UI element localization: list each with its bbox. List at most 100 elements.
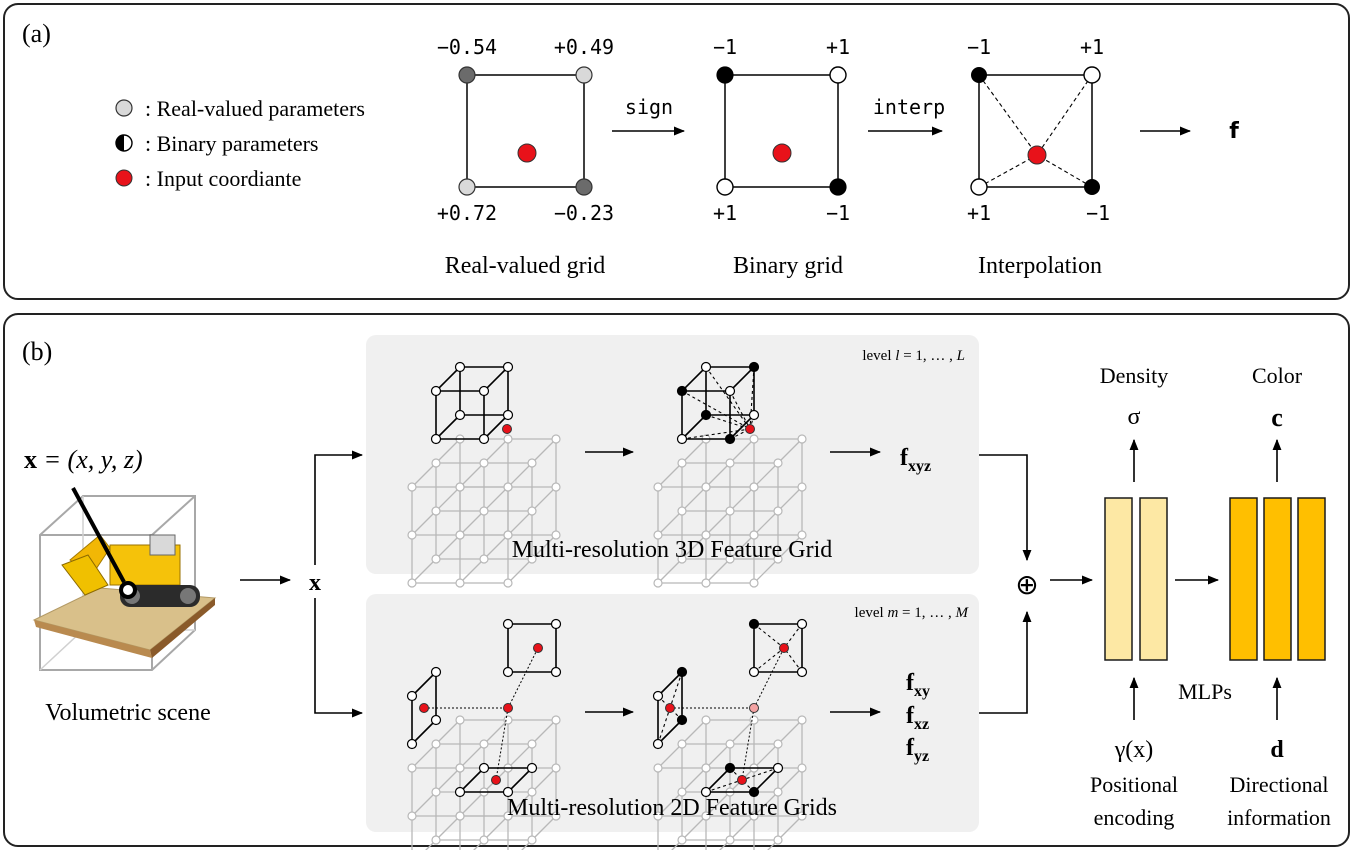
interp-line xyxy=(753,647,785,673)
lattice-edge xyxy=(753,558,779,584)
input-point-icon xyxy=(779,643,789,653)
binary-node-icon xyxy=(748,618,760,630)
lattice-node-icon xyxy=(551,434,561,444)
lattice-edge xyxy=(753,462,779,488)
cell-edge xyxy=(657,719,683,745)
lattice-edge xyxy=(705,462,731,488)
binary-node-icon xyxy=(454,409,466,421)
lattice-node-icon xyxy=(455,763,465,773)
lattice-edge xyxy=(777,438,803,464)
panel-b: (b) x = (x, y, z) xyxy=(3,313,1350,850)
scene-caption: Volumetric scene xyxy=(45,700,211,726)
binary-node-icon xyxy=(430,433,442,445)
volumetric-scene-illustration xyxy=(32,495,217,671)
grid2d-panel xyxy=(366,594,979,832)
cell-edge xyxy=(681,366,707,392)
lattice-node-icon xyxy=(527,554,537,564)
interp-bottom-left-value: +1 xyxy=(967,201,991,225)
lattice-edge xyxy=(507,510,533,536)
binary-node-icon xyxy=(700,361,712,373)
lattice-edge xyxy=(657,510,683,536)
lattice-node-icon xyxy=(503,578,513,588)
lattice-edge xyxy=(657,558,683,584)
lattice-edge xyxy=(705,558,731,584)
projection-line xyxy=(495,707,509,781)
panel-a-label: (a) xyxy=(22,19,51,48)
panel-a: (a) : Real-valued parameters : Binary pa… xyxy=(3,3,1350,300)
lattice-node-icon xyxy=(407,578,417,588)
input-coord-swatch-icon xyxy=(115,169,133,187)
lattice-node-icon xyxy=(407,482,417,492)
f-planes-to-concat-arrow xyxy=(979,610,1032,714)
lattice-node-icon xyxy=(431,506,441,516)
lattice-node-icon xyxy=(701,763,711,773)
grid2d-lattice-left xyxy=(406,618,562,850)
lattice-node-icon xyxy=(725,458,735,468)
lattice-node-icon xyxy=(455,715,465,725)
binary-node-icon xyxy=(478,385,490,397)
projected-point-icon xyxy=(749,703,759,713)
real-bottom-left-value: +0.72 xyxy=(437,201,497,225)
lattice-edge xyxy=(705,743,731,769)
mlps-label: MLPs xyxy=(1178,679,1232,704)
lattice-edge xyxy=(483,719,509,745)
lattice-edge xyxy=(435,815,461,841)
binary-bottom-left-value: +1 xyxy=(713,201,737,225)
binary-node-icon xyxy=(478,433,490,445)
f-xyz-label: fxyz xyxy=(900,445,931,475)
binary-param-swatch-icon xyxy=(115,134,133,152)
lattice-edge xyxy=(411,462,437,488)
interp-op-label: interp xyxy=(873,95,945,119)
lattice-node-icon xyxy=(503,715,513,725)
real-node-icon xyxy=(458,178,476,196)
lattice-node-icon xyxy=(479,506,489,516)
binary-node-icon xyxy=(676,666,688,678)
lattice-edge xyxy=(657,743,683,769)
concat-symbol: ⊕ xyxy=(1015,568,1038,601)
lattice-edge xyxy=(681,719,707,745)
lattice-edge xyxy=(507,743,533,769)
lattice-node-icon xyxy=(653,811,663,821)
interp-line xyxy=(1036,154,1093,188)
dir-line1: Directional xyxy=(1230,772,1329,797)
binary-node-icon xyxy=(502,409,514,421)
lattice-edge xyxy=(411,743,437,769)
binary-node-icon xyxy=(454,786,466,798)
lattice-edge xyxy=(719,839,731,850)
lattice-node-icon xyxy=(527,739,537,749)
lattice-node-icon xyxy=(797,434,807,444)
color-mlp-layer xyxy=(1263,497,1292,661)
sample-point-icon xyxy=(119,581,137,599)
lattice-edge xyxy=(681,534,707,560)
lattice-edge xyxy=(531,719,557,745)
lattice-node-icon xyxy=(677,835,687,845)
grid3d-caption: Multi-resolution 3D Feature Grid xyxy=(512,537,833,563)
lattice-edge xyxy=(411,510,437,536)
interp-line xyxy=(753,623,785,649)
binary-node-icon xyxy=(748,786,760,798)
lattice-node-icon xyxy=(677,739,687,749)
cell-edge xyxy=(657,671,683,697)
real-grid-cell xyxy=(466,74,585,188)
lattice-node-icon xyxy=(653,578,663,588)
lattice-node-icon xyxy=(479,835,489,845)
lattice-node-icon xyxy=(455,530,465,540)
lattice-edge xyxy=(435,719,461,745)
binary-node-icon xyxy=(676,385,688,397)
lattice-node-icon xyxy=(527,787,537,797)
binary-node-icon xyxy=(454,361,466,373)
interp-line xyxy=(705,414,751,430)
lattice-edge xyxy=(777,767,803,793)
lattice-edge xyxy=(657,462,683,488)
input-point-icon xyxy=(533,643,543,653)
grid3d-lattice-left xyxy=(407,361,561,588)
real-grid-caption: Real-valued grid xyxy=(445,253,606,279)
lattice-edge xyxy=(681,767,707,793)
real-top-right-value: +0.49 xyxy=(554,35,614,59)
lattice-edge xyxy=(435,767,461,793)
lattice-edge xyxy=(531,767,557,793)
input-point-icon xyxy=(745,424,755,434)
binary-node-icon xyxy=(829,66,847,84)
lattice-node-icon xyxy=(749,811,759,821)
interp-line xyxy=(705,366,751,430)
